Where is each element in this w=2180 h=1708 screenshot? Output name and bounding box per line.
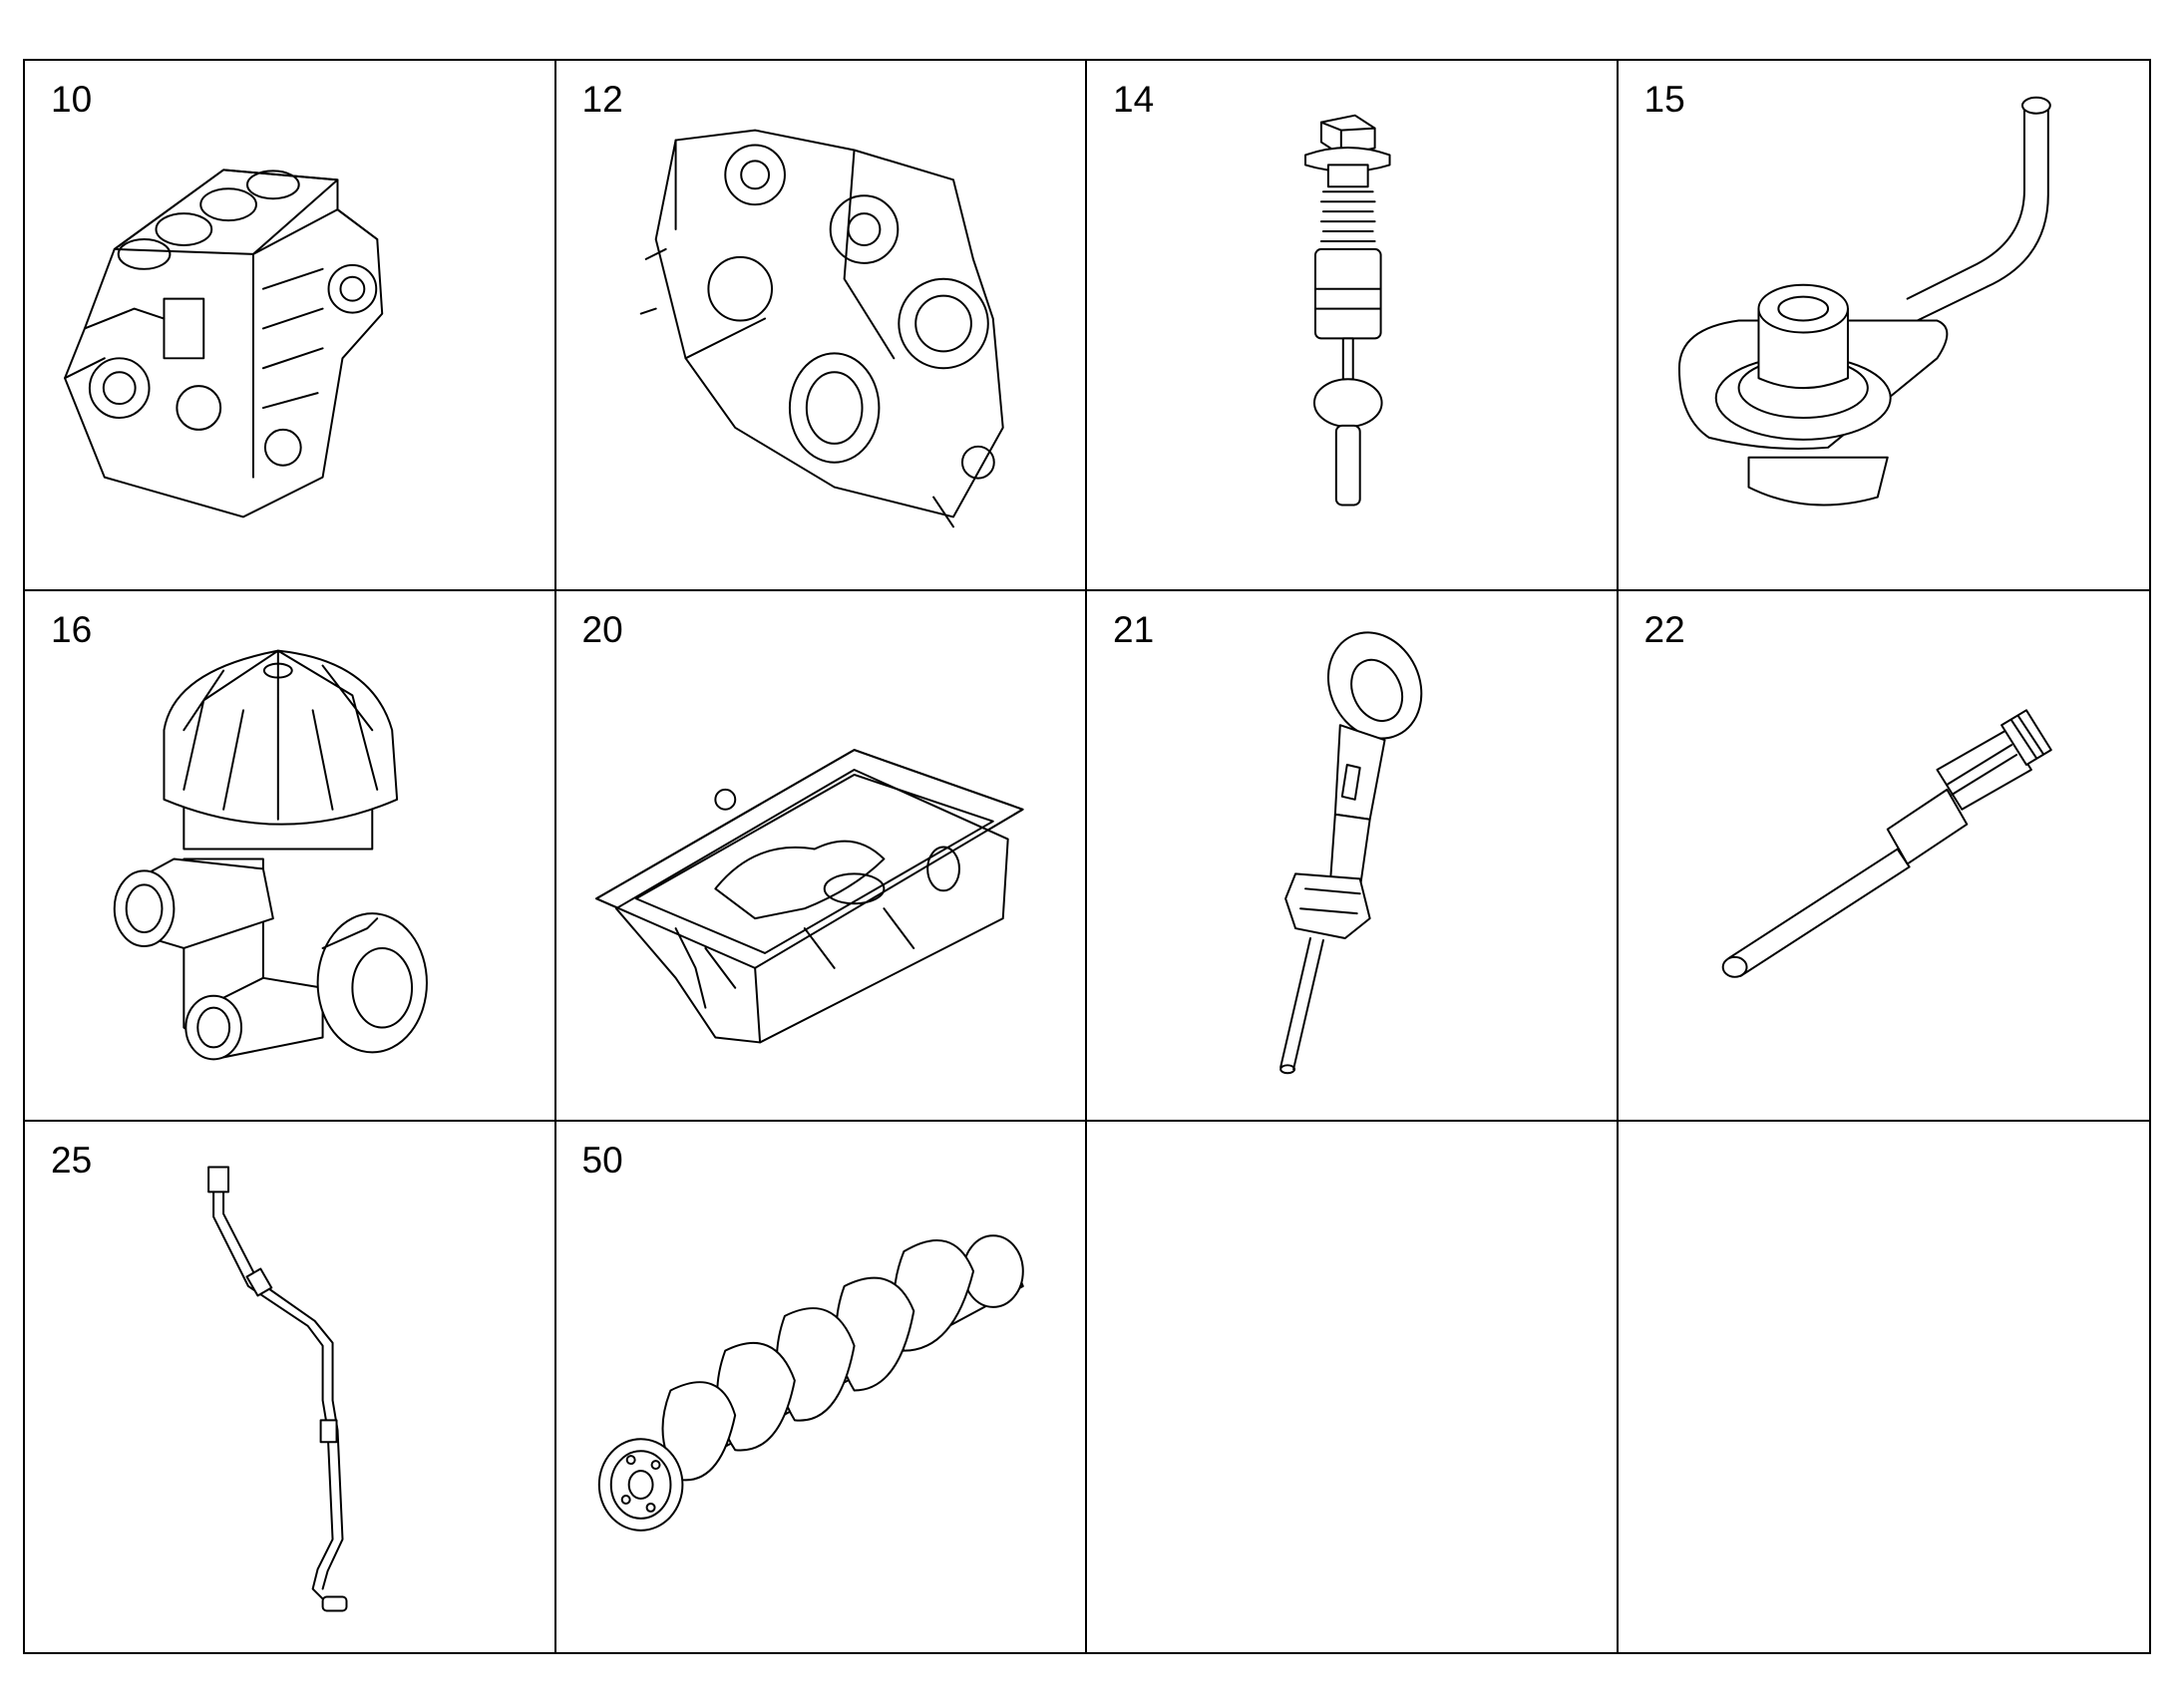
- part-cell-14[interactable]: 14: [1087, 61, 1619, 591]
- engine-block-icon: [25, 61, 554, 589]
- part-number: 15: [1643, 79, 1685, 120]
- part-number: 21: [1113, 609, 1155, 650]
- part-number: 20: [581, 609, 623, 650]
- part-number: 50: [581, 1140, 623, 1181]
- part-cell-16[interactable]: 16: [25, 591, 556, 1122]
- part-cell-25[interactable]: 25: [25, 1122, 556, 1652]
- empty-cell: [1619, 1122, 2150, 1652]
- pipe-line-icon: [25, 1122, 554, 1652]
- oil-pickup-tube-icon: [1619, 61, 2150, 589]
- crankshaft-icon: [556, 1122, 1086, 1652]
- oil-pan-icon: [556, 591, 1086, 1120]
- part-number: 12: [581, 79, 623, 120]
- part-cell-15[interactable]: 15: [1618, 61, 2150, 591]
- part-cell-22[interactable]: 22: [1618, 591, 2150, 1122]
- part-number: 16: [51, 609, 93, 650]
- part-cell-12[interactable]: 12: [555, 61, 1087, 591]
- valve-bolt-icon: [1087, 61, 1617, 589]
- part-cell-50[interactable]: 50: [556, 1122, 1087, 1652]
- part-cell-21[interactable]: 21: [1087, 591, 1619, 1122]
- part-number: 22: [1643, 609, 1685, 650]
- part-number: 14: [1113, 79, 1155, 120]
- empty-cell: [1087, 1122, 1619, 1652]
- sensor-rod-icon: [1619, 591, 2150, 1120]
- part-number: 25: [51, 1140, 93, 1181]
- parts-grid: 10 12: [23, 59, 2151, 1654]
- dipstick-icon: [1087, 591, 1617, 1120]
- part-cell-20[interactable]: 20: [555, 591, 1087, 1122]
- oil-separator-icon: [25, 591, 554, 1120]
- part-number: 10: [51, 79, 93, 120]
- part-cell-10[interactable]: 10: [25, 61, 556, 591]
- timing-cover-icon: [556, 61, 1086, 589]
